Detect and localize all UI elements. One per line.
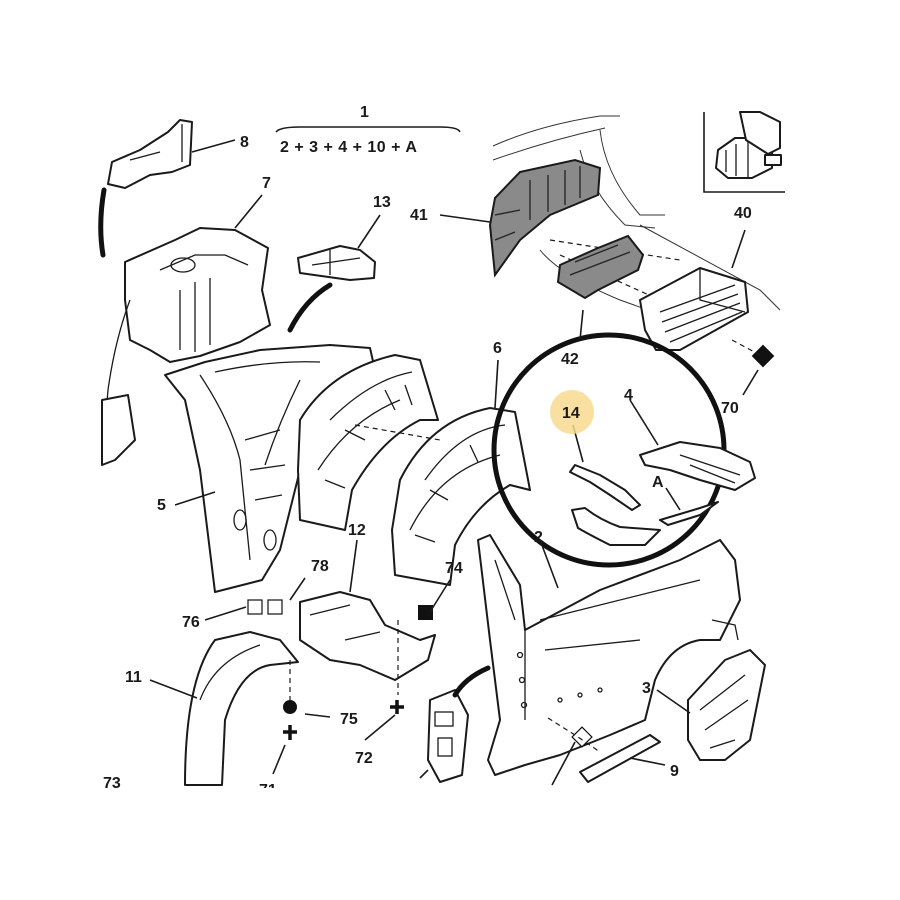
kit-number-label: 1	[360, 104, 369, 121]
label-11: 11	[125, 669, 142, 686]
assembly-lines	[289, 339, 761, 753]
part-2-quarter-panel	[477, 534, 741, 776]
part-11-arch-liner	[184, 631, 299, 786]
part-40-vent	[639, 267, 749, 351]
part-7-lower-flange	[101, 394, 136, 466]
section-arcs	[98, 187, 491, 698]
plus-72	[390, 700, 404, 714]
label-5: 5	[157, 497, 166, 514]
label-42: 42	[561, 351, 579, 368]
kit-brace	[275, 126, 461, 133]
square-black-74	[418, 605, 433, 620]
label-13: 13	[373, 194, 391, 211]
label-76: 76	[182, 614, 200, 631]
inset-box	[703, 111, 785, 193]
callout-labels: 8 7 13 41 40 42 70 6 5 14 4 A 2 12 78 74…	[103, 134, 752, 804]
label-A: A	[652, 474, 664, 491]
label-9: 9	[670, 763, 679, 780]
part-9-sill-strip	[579, 734, 661, 783]
part-42-pad	[556, 234, 645, 300]
label-6: 6	[493, 340, 502, 357]
part-12-shield	[299, 591, 436, 681]
part-2-upper-piece	[571, 507, 661, 546]
label-73: 73	[103, 775, 121, 792]
label-75: 75	[340, 711, 358, 728]
label-70: 70	[721, 400, 739, 417]
part-41-mat	[488, 158, 602, 278]
square-white-77	[571, 726, 593, 748]
label-74: 74	[445, 560, 463, 577]
kit-formula: 1 2 + 3 + 4 + 10 + A	[275, 104, 461, 156]
square-black-70	[751, 344, 775, 368]
inset-frame	[703, 112, 785, 193]
part-13-clip	[297, 245, 376, 281]
part-14-highlight	[550, 390, 594, 434]
square-white-76b	[267, 599, 283, 615]
leader-lines	[149, 139, 759, 786]
part-6-wheel-arch-outer	[391, 407, 531, 586]
label-41: 41	[410, 207, 428, 224]
label-78: 78	[311, 558, 329, 575]
label-2: 2	[534, 529, 543, 546]
kit-formula-text: 2 + 3 + 4 + 10 + A	[280, 139, 417, 156]
label-40: 40	[734, 205, 752, 222]
label-72: 72	[355, 750, 373, 767]
part-4-extension	[639, 441, 756, 491]
part-7-arch-panel	[101, 227, 271, 461]
square-white-76a	[247, 599, 263, 615]
clip-part-icon	[715, 111, 782, 179]
part-A-strip	[659, 501, 719, 526]
part-8-bracket	[107, 119, 193, 189]
part-14-seal	[569, 464, 641, 511]
label-14: 14	[562, 405, 580, 422]
label-12: 12	[348, 522, 366, 539]
part-10-bracket	[427, 689, 469, 783]
circle-black-75	[283, 700, 297, 714]
label-3: 3	[642, 680, 651, 697]
part-3-bracket	[687, 649, 766, 761]
bottom-mask	[0, 788, 900, 900]
label-4: 4	[624, 387, 633, 404]
fastener-symbols	[247, 344, 775, 748]
wheel-arch-inner-left	[297, 354, 439, 531]
label-7: 7	[262, 175, 271, 192]
plus-71	[283, 725, 297, 740]
label-8: 8	[240, 134, 249, 151]
